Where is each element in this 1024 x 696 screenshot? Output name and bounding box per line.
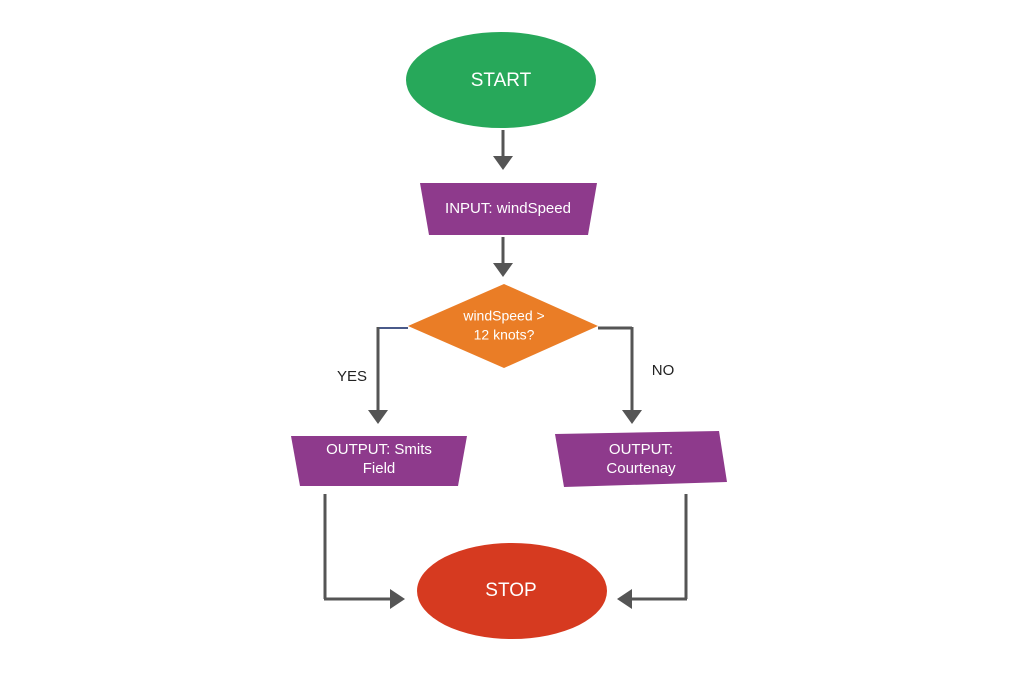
start-node: START	[406, 32, 596, 128]
input-parallelogram	[420, 183, 597, 235]
input-node: INPUT: windSpeed	[420, 183, 597, 235]
decision-diamond	[408, 284, 598, 368]
output-yes-parallelogram	[291, 436, 467, 486]
output-no-parallelogram	[555, 431, 727, 487]
start-oval	[406, 32, 596, 128]
stop-node: STOP	[417, 543, 607, 639]
output-yes-label-line2: Field	[363, 460, 396, 477]
arrow-input-to-decision	[493, 237, 513, 277]
decision-node: windSpeed > 12 knots?	[408, 284, 598, 368]
decision-label-line2: 12 knots?	[474, 327, 535, 343]
arrow-yes-to-stop	[323, 494, 405, 609]
output-no-node: OUTPUT: Courtenay	[555, 431, 727, 487]
start-label: START	[471, 70, 532, 91]
yes-branch-label: YES	[337, 368, 367, 385]
no-branch-label: NO	[652, 362, 675, 379]
arrow-no-branch	[598, 326, 642, 424]
arrow-no-to-stop	[617, 494, 688, 609]
input-label: INPUT: windSpeed	[445, 200, 571, 217]
arrow-yes-branch	[368, 327, 408, 424]
stop-oval	[417, 543, 607, 639]
output-yes-label-line1: OUTPUT: Smits	[326, 441, 432, 458]
output-no-label-line2: Courtenay	[606, 460, 676, 477]
arrow-start-to-input	[493, 130, 513, 170]
stop-label: STOP	[485, 580, 536, 601]
output-yes-node: OUTPUT: Smits Field	[291, 436, 467, 486]
decision-label-line1: windSpeed >	[462, 308, 544, 324]
output-no-label-line1: OUTPUT:	[609, 441, 673, 458]
